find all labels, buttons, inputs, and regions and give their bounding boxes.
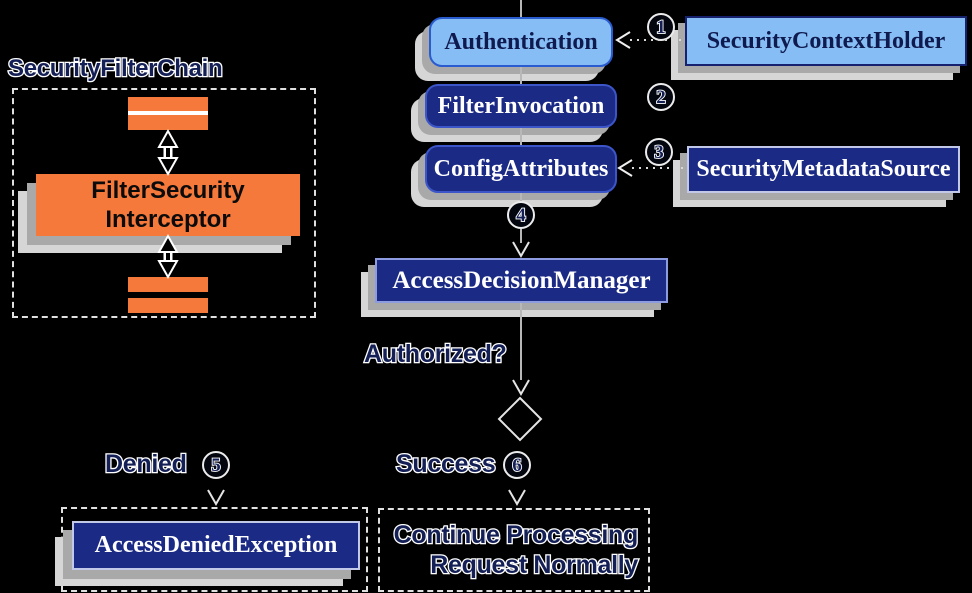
config-attributes-label: ConfigAttributes <box>433 155 609 182</box>
authorized-question-label: Authorized? <box>363 339 508 370</box>
access-denied-exception-box: AccessDeniedException <box>72 521 360 570</box>
step-3-number: 3 <box>653 141 664 163</box>
filter-security-interceptor-box: FilterSecurity Interceptor <box>36 174 300 236</box>
step-6-number: 6 <box>511 454 522 476</box>
step-4-badge: 4 <box>507 201 535 229</box>
step-4-number: 4 <box>515 204 526 226</box>
step-3-badge: 3 <box>645 138 673 166</box>
step-2-badge: 2 <box>647 83 675 111</box>
step-5-number: 5 <box>210 454 221 476</box>
step-1-badge: 1 <box>647 13 675 41</box>
step-6-badge: 6 <box>503 451 531 479</box>
continue-label-line2: Request Normally <box>429 550 640 581</box>
arrowhead-into-diamond <box>512 379 530 397</box>
step-5-badge: 5 <box>202 451 230 479</box>
authentication-box: Authentication <box>429 17 613 67</box>
continue-label-line1: Continue Processing <box>392 520 639 551</box>
access-decision-manager-label: AccessDecisionManager <box>392 266 651 294</box>
authentication-label: Authentication <box>444 28 598 55</box>
filter-bar <box>128 277 208 292</box>
access-decision-manager-box: AccessDecisionManager <box>375 258 668 303</box>
denied-label: Denied <box>104 449 188 480</box>
filter-invocation-label: FilterInvocation <box>437 92 605 119</box>
security-filter-chain-label: SecurityFilterChain <box>7 54 224 84</box>
filter-bar <box>128 115 208 130</box>
security-filter-chain-box <box>12 88 316 318</box>
arrowhead-into-adm <box>512 241 530 259</box>
security-context-holder-box: SecurityContextHolder <box>685 16 967 66</box>
filter-bar <box>128 97 208 111</box>
sms-arrowhead <box>617 159 633 177</box>
filter-bar <box>128 298 208 313</box>
arrowhead-into-denied-box <box>207 489 225 507</box>
step-2-number: 2 <box>655 86 666 108</box>
denied-outcome-box <box>61 507 368 592</box>
interceptor-label-line2: Interceptor <box>105 206 231 233</box>
config-attributes-box: ConfigAttributes <box>425 145 617 193</box>
security-metadata-source-box: SecurityMetadataSource <box>687 146 960 193</box>
security-metadata-source-label: SecurityMetadataSource <box>696 156 951 182</box>
interceptor-label-line1: FilterSecurity <box>91 177 245 204</box>
access-denied-exception-label: AccessDeniedException <box>94 532 338 558</box>
filter-invocation-box: FilterInvocation <box>425 84 617 128</box>
step-1-number: 1 <box>655 16 666 38</box>
decision-diamond <box>497 396 543 442</box>
success-label: Success <box>395 449 497 480</box>
sch-arrowhead <box>615 31 631 49</box>
arrowhead-into-continue-box <box>508 489 526 507</box>
security-context-holder-label: SecurityContextHolder <box>706 27 946 54</box>
continue-processing-box: Continue Processing Request Normally <box>378 508 650 592</box>
filter-bar-separator <box>128 111 208 115</box>
